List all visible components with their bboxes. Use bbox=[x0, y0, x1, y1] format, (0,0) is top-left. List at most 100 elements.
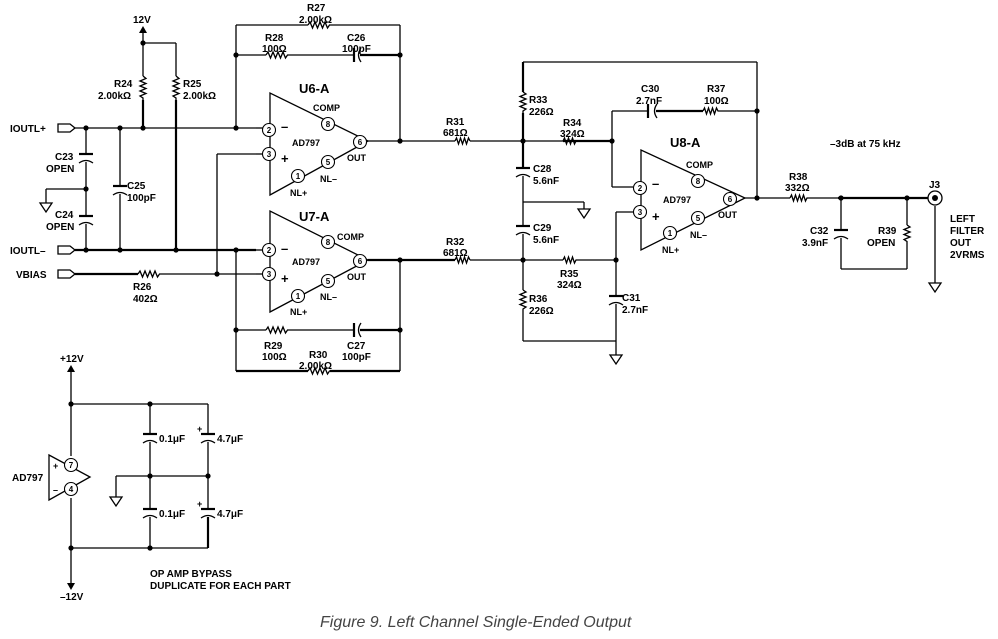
bypass-minus-sign: – bbox=[53, 485, 58, 495]
c25-ref: C25 bbox=[127, 181, 146, 192]
junction-dot bbox=[397, 138, 403, 144]
output-label-3: OUT bbox=[950, 238, 971, 249]
u8-nlp: NL+ bbox=[662, 245, 679, 255]
u6-out: OUT bbox=[347, 153, 367, 163]
capacitor-bypass-small-2-symbol bbox=[142, 507, 158, 519]
r30-ref: R30 bbox=[309, 350, 328, 361]
c29-ref: C29 bbox=[533, 223, 552, 234]
capacitors: + + bbox=[78, 47, 849, 519]
u8-pin-3: 3 bbox=[638, 208, 643, 217]
pin-5-marker bbox=[320, 154, 336, 170]
u7-name: U7-A bbox=[299, 209, 330, 224]
resistor-r24-symbol bbox=[138, 75, 148, 100]
opamp-u6-triangle bbox=[269, 91, 370, 197]
pin-2-marker bbox=[632, 180, 648, 196]
ground-icon bbox=[108, 496, 124, 508]
resistor-r36-symbol bbox=[518, 289, 528, 312]
opamp-u8 bbox=[632, 148, 747, 252]
junction-dot bbox=[117, 247, 123, 253]
supply-12v-label: 12V bbox=[133, 15, 151, 26]
u7-nlm: NL– bbox=[320, 292, 337, 302]
capacitor-bypass-big-2-symbol: + bbox=[197, 499, 216, 519]
c32-ref: C32 bbox=[810, 226, 829, 237]
junction-dot bbox=[397, 327, 403, 333]
u7-part: AD797 bbox=[292, 257, 320, 267]
u8-pin-6: 6 bbox=[728, 195, 733, 204]
bypass-pin-4: 4 bbox=[69, 485, 74, 494]
connector-ioutl-minus-icon bbox=[57, 245, 77, 255]
bypass-c-big-2: 4.7μF bbox=[217, 509, 243, 520]
junction-dot bbox=[520, 138, 526, 144]
junction-dot bbox=[233, 327, 239, 333]
capacitor-c32-symbol bbox=[833, 228, 849, 240]
figure-caption: Figure 9. Left Channel Single-Ended Outp… bbox=[320, 614, 632, 631]
junction-dot bbox=[68, 401, 74, 407]
c23-ref: C23 bbox=[55, 152, 74, 163]
port-ioutl-minus-label: IOUTL– bbox=[10, 246, 46, 257]
u7-pin-5: 5 bbox=[326, 277, 331, 286]
pin-6-marker bbox=[352, 253, 368, 269]
opamp-bypass bbox=[48, 453, 92, 502]
pin-8-marker bbox=[690, 173, 706, 189]
u6-pin-6: 6 bbox=[358, 138, 363, 147]
bypass-note-line-2: DUPLICATE FOR EACH PART bbox=[150, 581, 291, 592]
bypass-plus-sign: + bbox=[53, 461, 58, 471]
c26-ref: C26 bbox=[347, 33, 366, 44]
c25-value: 100pF bbox=[127, 193, 156, 204]
capacitor-c24-symbol bbox=[78, 214, 94, 226]
opamp-u7-triangle bbox=[269, 209, 370, 314]
u6-part: AD797 bbox=[292, 138, 320, 148]
capacitor-c26-symbol bbox=[352, 47, 362, 63]
c27-ref: C27 bbox=[347, 341, 366, 352]
resistor-r37-symbol bbox=[702, 105, 722, 117]
capacitor-bypass-small-1-symbol bbox=[142, 432, 158, 444]
output-label-1: LEFT bbox=[950, 214, 975, 225]
r31-value: 681Ω bbox=[443, 128, 468, 139]
ground-icon bbox=[38, 202, 54, 214]
c28-value: 5.6nF bbox=[533, 176, 559, 187]
u8-nlm: NL– bbox=[690, 230, 707, 240]
r25-ref: R25 bbox=[183, 79, 202, 90]
output-label-4: 2VRMS bbox=[950, 250, 985, 261]
u6-name: U6-A bbox=[299, 81, 330, 96]
junction-dot bbox=[397, 257, 403, 263]
junction-dot bbox=[754, 195, 760, 201]
r24-value: 2.00kΩ bbox=[98, 91, 131, 102]
u7-nlp: NL+ bbox=[290, 307, 307, 317]
capacitor-c25-symbol bbox=[112, 184, 128, 196]
pin-6-marker bbox=[722, 191, 738, 207]
u6-comp: COMP bbox=[313, 103, 340, 113]
pin-5-marker bbox=[690, 210, 706, 226]
u7-pin-8: 8 bbox=[326, 238, 331, 247]
u6-pin-1: 1 bbox=[296, 172, 301, 181]
u6-nlp: NL+ bbox=[290, 188, 307, 198]
junction-dot bbox=[609, 138, 615, 144]
supply-plus12-label: +12V bbox=[60, 354, 84, 365]
bypass-pin-7: 7 bbox=[69, 461, 74, 470]
supply-arrows bbox=[67, 26, 147, 590]
junction-dot bbox=[147, 401, 153, 407]
opamp-u6 bbox=[256, 91, 370, 197]
u7-pin-6: 6 bbox=[358, 257, 363, 266]
resistor-r29-symbol bbox=[265, 325, 290, 335]
u7-pin-1: 1 bbox=[296, 292, 301, 301]
r33-ref: R33 bbox=[529, 95, 548, 106]
u7-minus-sign: – bbox=[281, 241, 288, 256]
pin-3-marker bbox=[261, 146, 277, 162]
c29-value: 5.6nF bbox=[533, 235, 559, 246]
u8-minus-sign: – bbox=[652, 176, 659, 191]
r38-ref: R38 bbox=[789, 172, 808, 183]
resistor-r35-symbol bbox=[562, 254, 578, 266]
u8-pin-2: 2 bbox=[638, 184, 643, 193]
u8-pin-5: 5 bbox=[696, 214, 701, 223]
junction-dot bbox=[838, 195, 844, 201]
resistor-r34-symbol bbox=[562, 135, 578, 147]
arrow-up-icon bbox=[67, 365, 75, 372]
capacitor-bypass-big-1-symbol: + bbox=[197, 424, 216, 444]
ground-icon bbox=[576, 208, 592, 220]
svg-text:+: + bbox=[197, 424, 202, 434]
u7-out: OUT bbox=[347, 272, 367, 282]
u7-pin-3: 3 bbox=[267, 270, 272, 279]
c31-ref: C31 bbox=[622, 293, 641, 304]
